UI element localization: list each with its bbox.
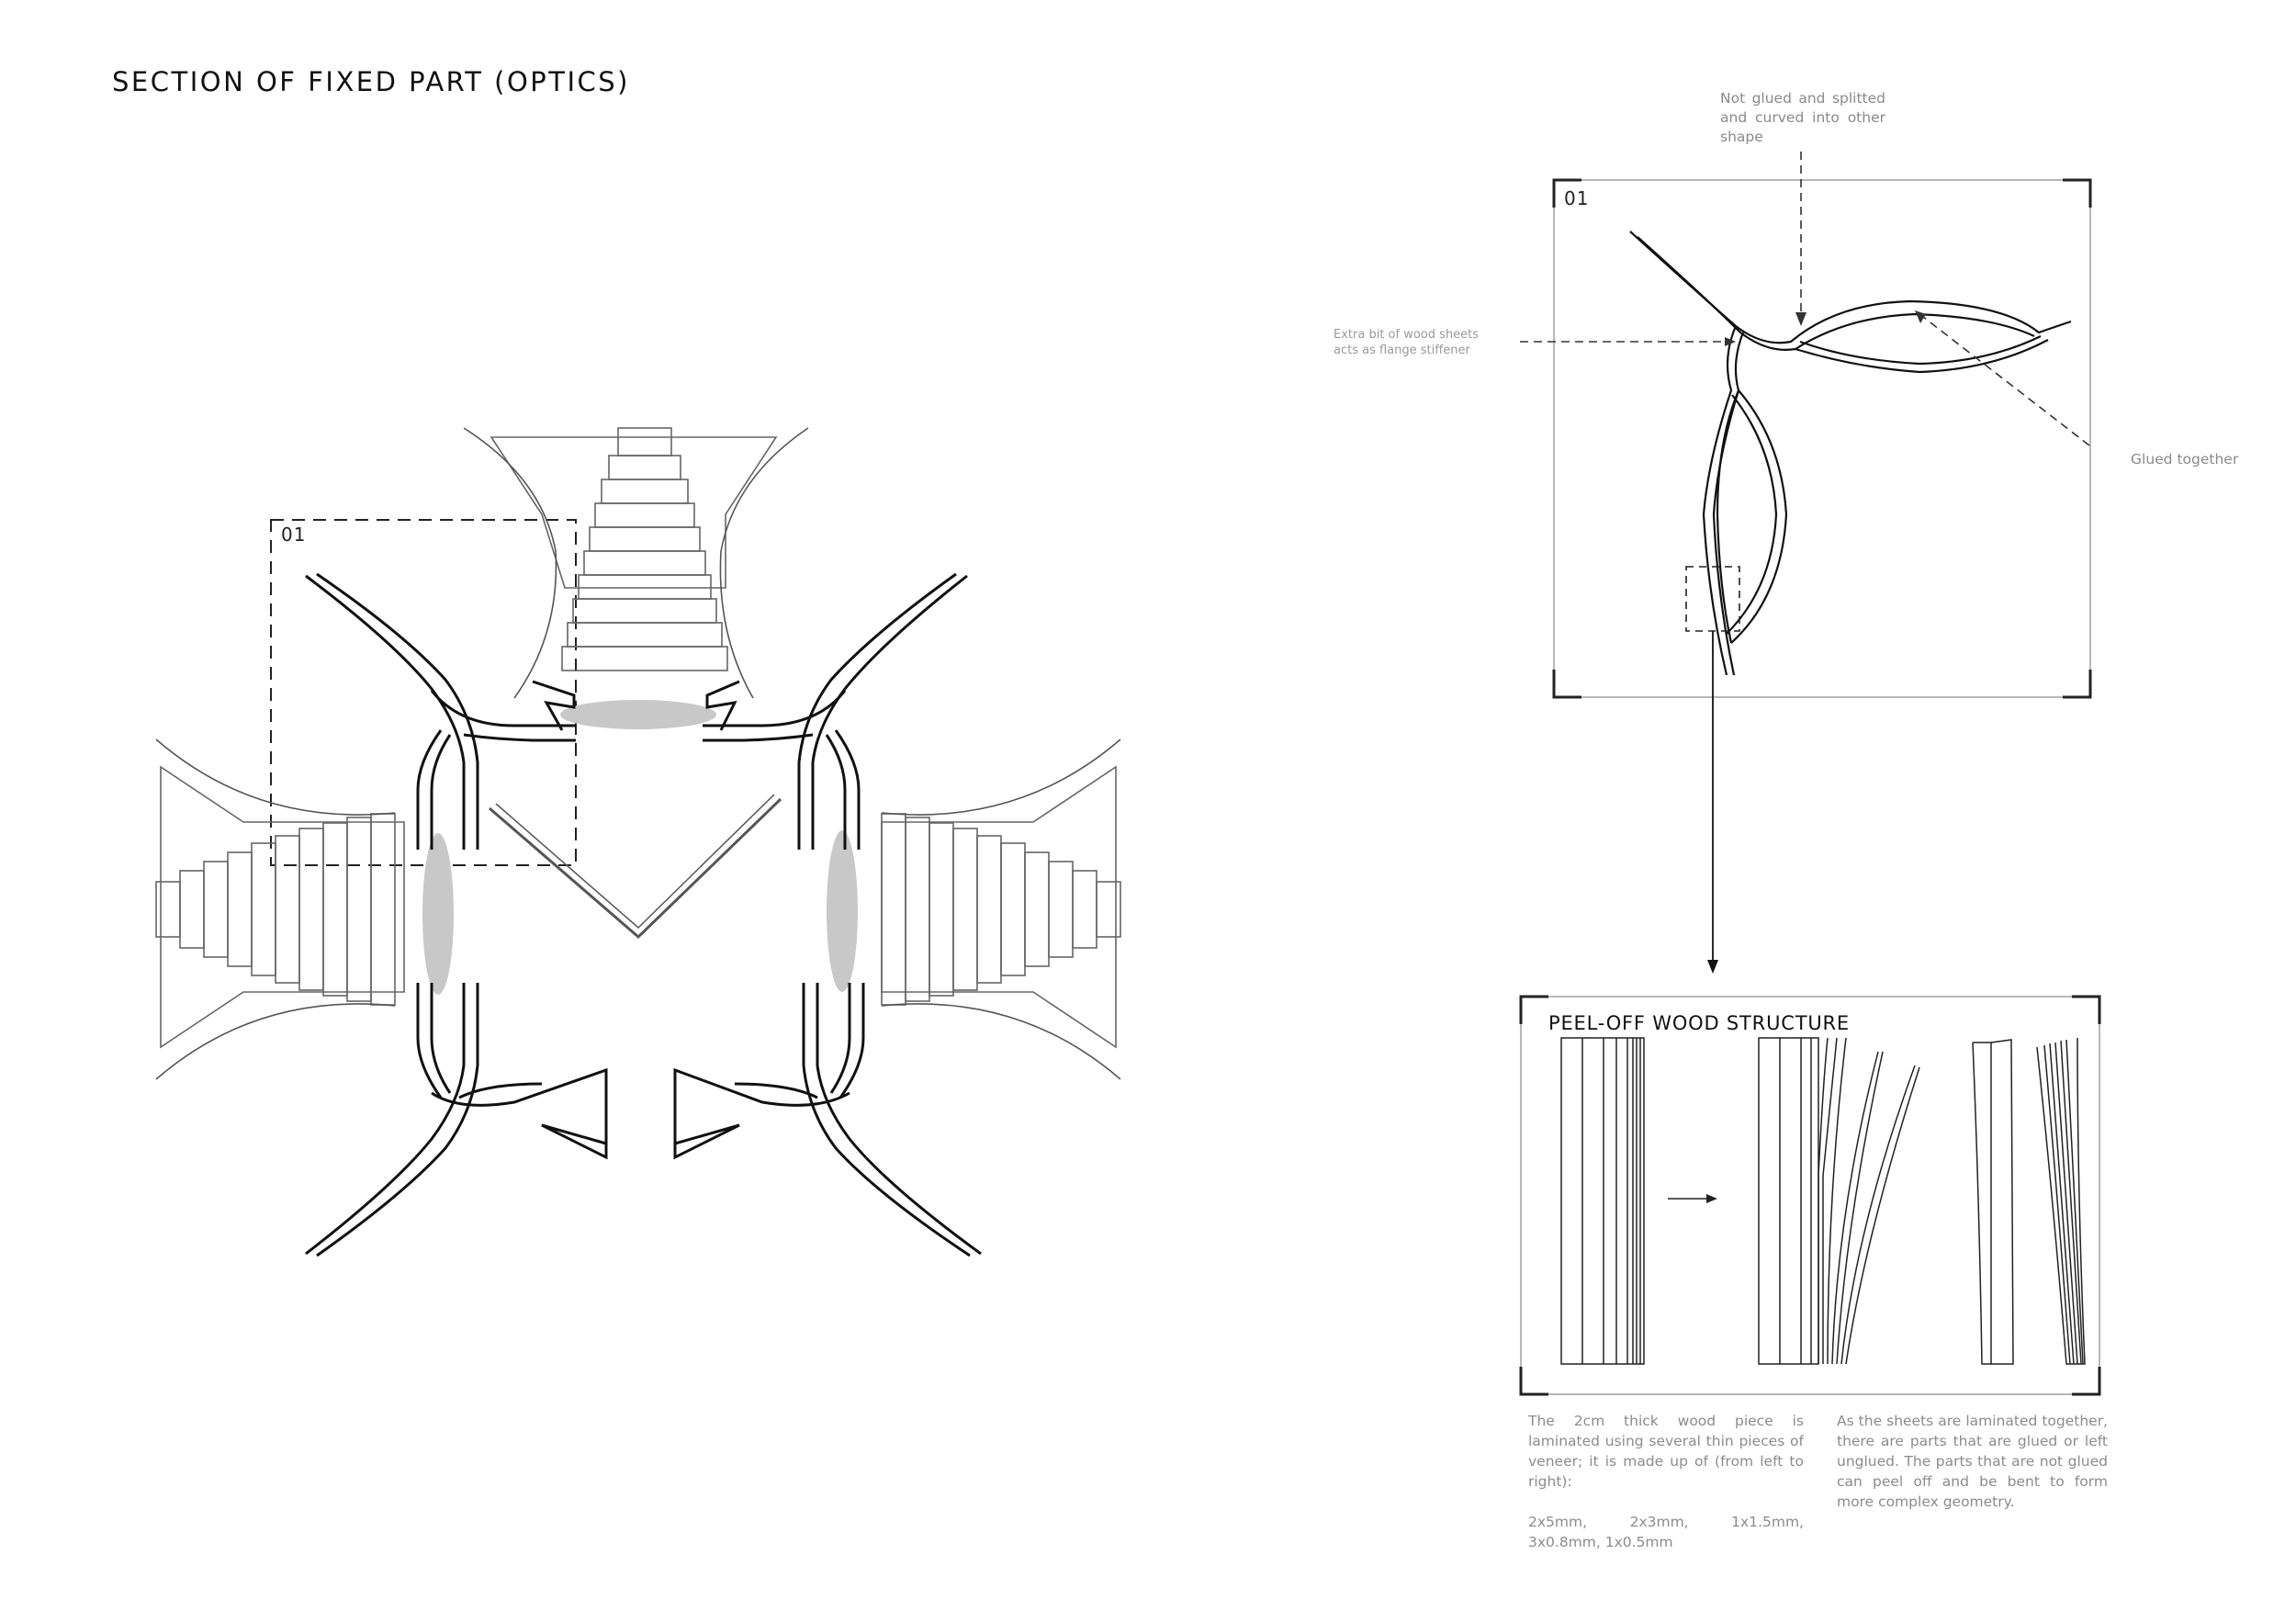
top-cone	[463, 427, 809, 699]
annotation-glued-together: Glued together	[2131, 451, 2239, 468]
annotation-extra-bit: Extra bit of wood sheets acts as flange …	[1334, 328, 1480, 357]
peel-off-left-paragraph: The 2cm thick wood piece is laminated us…	[1528, 1413, 1804, 1490]
lens-left	[422, 833, 454, 995]
right-cone	[881, 738, 1121, 1080]
left-cone	[155, 738, 405, 1080]
branch-top-right	[703, 572, 968, 850]
lens-right	[827, 830, 858, 992]
detail-tag-right: 01	[1564, 187, 1590, 209]
laminate-bent	[1972, 1037, 2086, 1365]
branch-top-left	[305, 572, 576, 850]
leader-glued	[1914, 310, 2090, 446]
detail-branch	[1629, 231, 2072, 676]
detail-tag-main: 01	[281, 524, 307, 546]
peel-off-title: PEEL-OFF WOOD STRUCTURE	[1548, 1012, 1850, 1034]
laminate-initial	[1560, 1037, 1645, 1365]
laminate-peeling	[1758, 1037, 1920, 1365]
branch-bottom-right	[673, 983, 982, 1257]
lens-top	[560, 700, 716, 729]
annotation-not-glued: Not glued and splitted and curved into o…	[1720, 90, 1885, 145]
detail-box-01	[270, 519, 577, 866]
peel-off-frame	[1520, 996, 2100, 1395]
center-v	[489, 797, 782, 940]
peel-off-left-list: 2x5mm, 2x3mm, 1x1.5mm, 3x0.8mm, 1x0.5mm	[1528, 1514, 1804, 1550]
page-title: SECTION OF FIXED PART (OPTICS)	[112, 66, 630, 97]
peel-off-right-text: As the sheets are laminated together, th…	[1837, 1413, 2108, 1510]
peel-off-left-text: The 2cm thick wood piece is laminated us…	[1528, 1411, 1804, 1552]
detail-frame-01	[1553, 179, 2091, 698]
branch-bottom-left	[305, 983, 608, 1257]
